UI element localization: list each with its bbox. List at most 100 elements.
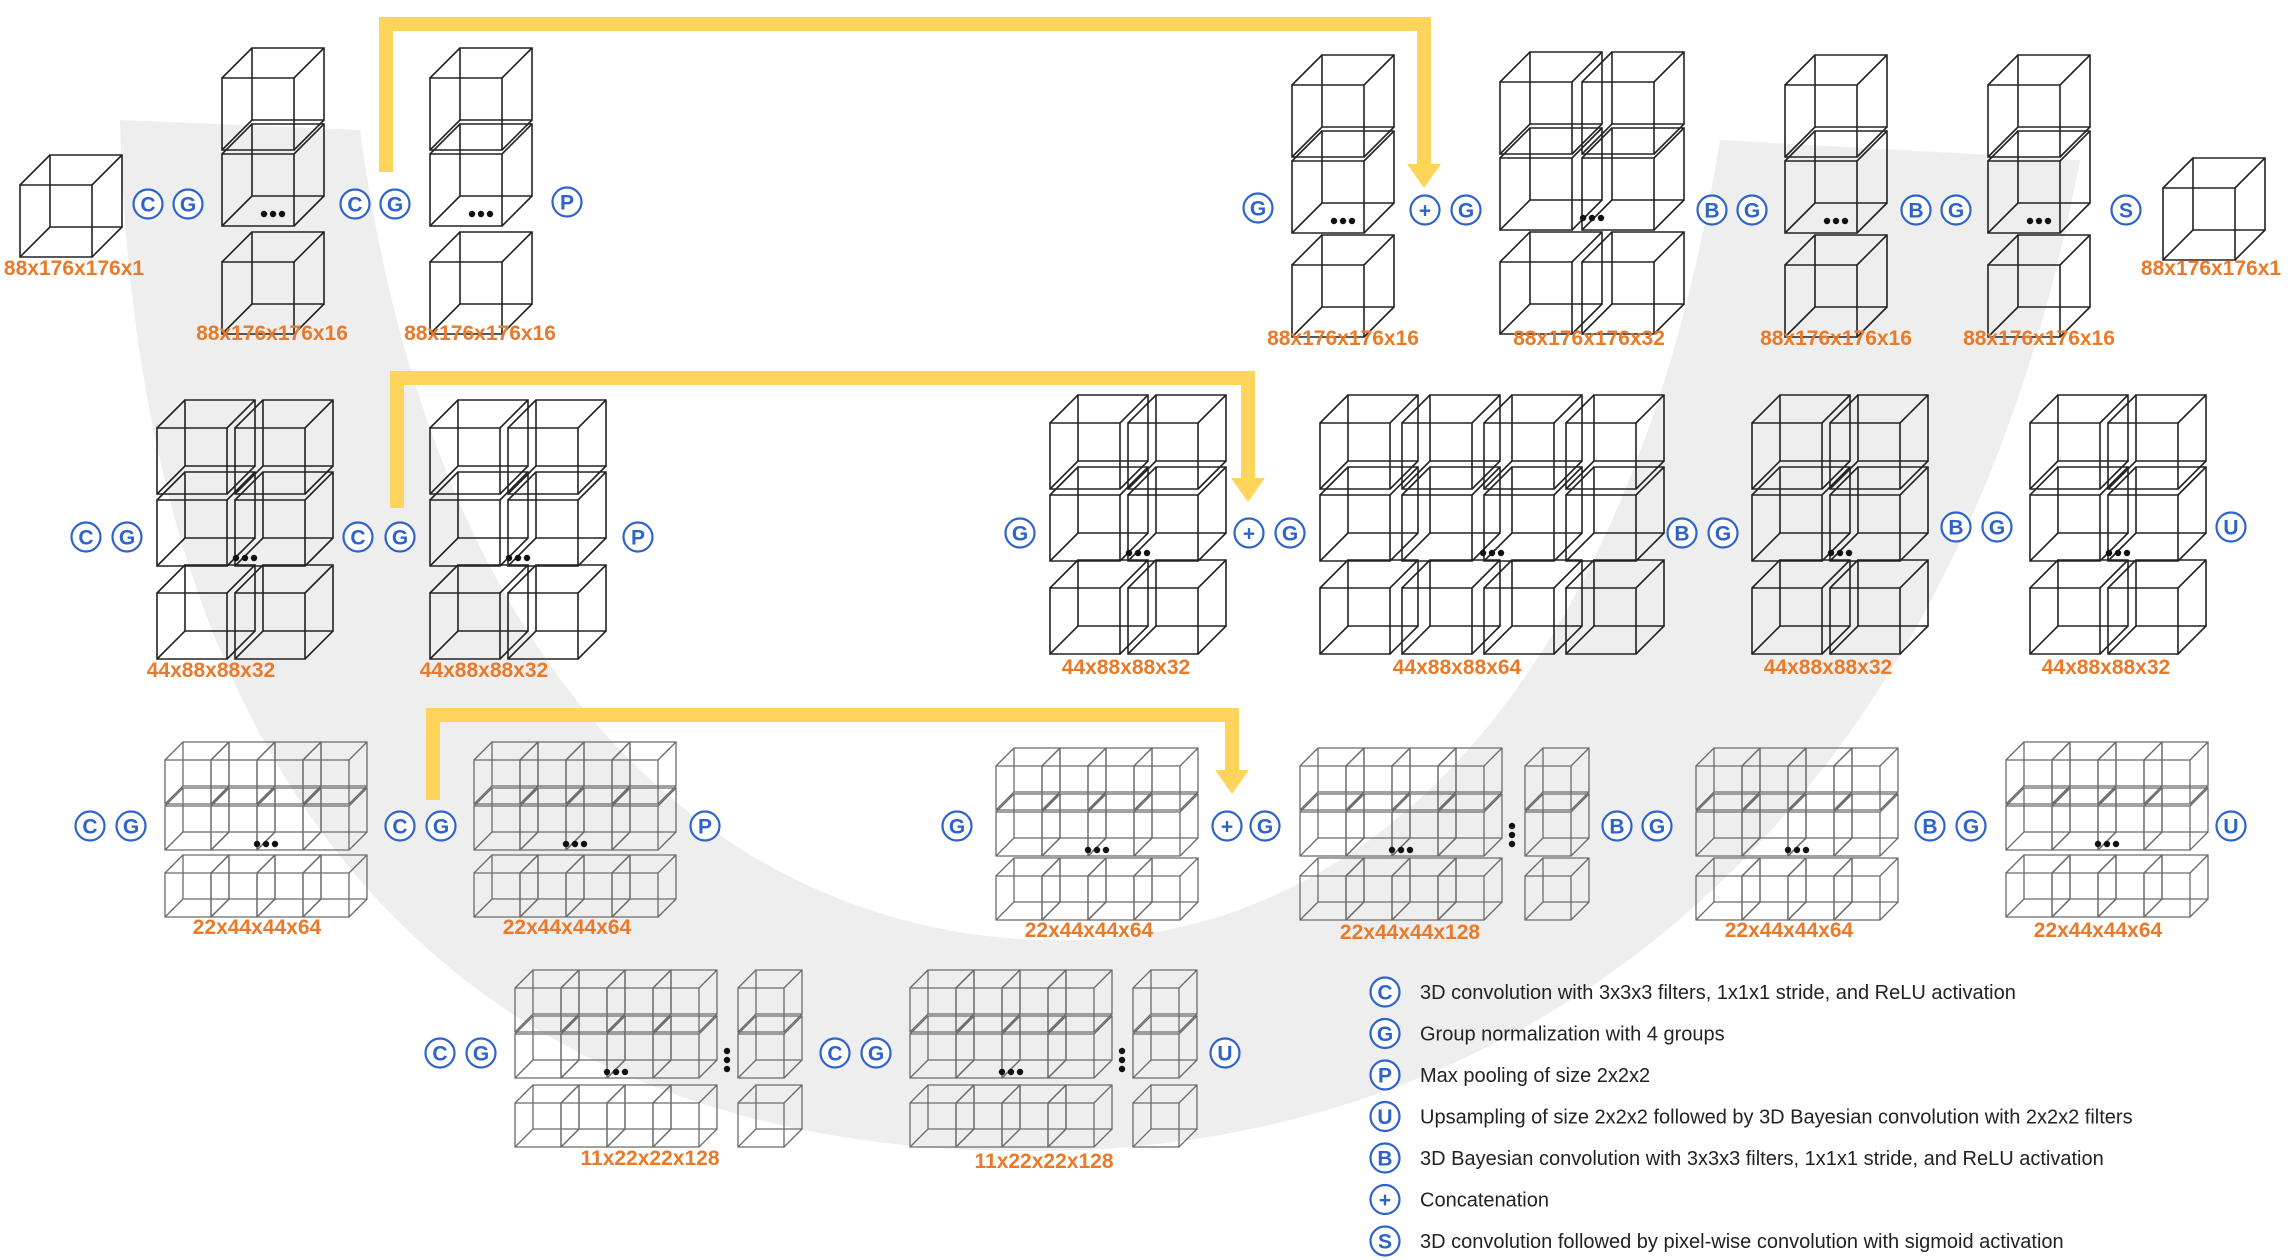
op-symbol-text: B [1922,816,1937,839]
cube [1437,747,1503,811]
cube [611,854,677,918]
op-groupnorm: G [860,1037,892,1069]
cube [234,471,334,567]
legend-symbol [1369,1142,1401,1174]
op-conv: C [339,188,371,220]
dec1-b2-block [1987,54,2091,338]
op-symbol-text: G [1250,198,1266,221]
cube [234,564,334,660]
op-symbol-text: G [1282,523,1298,546]
cube [1319,466,1419,562]
ellipsis-dots [1084,846,1110,854]
ellipsis-dots [1579,214,1605,222]
ellipsis-dots [1479,549,1505,557]
cube [1524,793,1590,857]
op-bayes-conv: B [1940,511,1972,543]
u-shape-background [120,120,2080,1152]
cube [429,564,529,660]
ellipsis-dots [562,840,588,848]
op-groupnorm: G [1981,511,2013,543]
op-upsample: U [2215,511,2247,543]
op-groupnorm: G [1707,517,1739,549]
cube [156,471,256,567]
legend-symbol-text: U [1377,1106,1392,1129]
cube [302,741,368,805]
dimension-label: 22x44x44x64 [2034,919,2163,942]
dimension-label: 88x176x176x1 [4,257,144,280]
cube [2029,559,2129,655]
dimension-label: 22x44x44x128 [1340,921,1480,944]
cube [1437,793,1503,857]
op-symbol-text: P [698,816,712,839]
bottleneck1-block [514,969,803,1148]
op-conv: C [342,521,374,553]
op-symbol-text: C [350,527,365,550]
op-groupnorm: G [115,810,147,842]
op-groupnorm: G [1641,810,1673,842]
cube [302,787,368,851]
ellipsis-dots-vertical [1118,1047,1126,1073]
cube [1133,747,1199,811]
ellipsis-dots [260,210,286,218]
op-bayes-conv: B [1601,810,1633,842]
op-symbol-text: G [1257,816,1273,839]
cube [2107,559,2207,655]
cube [1581,127,1685,231]
op-symbol-text: U [2223,816,2238,839]
op-symbol-text: G [1458,200,1474,223]
output-volume [2162,157,2266,261]
op-symbol-text: G [387,194,403,217]
ellipsis-dots [2026,217,2052,225]
cube [1049,466,1149,562]
cube [429,231,533,335]
cube [1401,559,1501,655]
cube [1291,234,1395,338]
op-symbol-text: G [392,527,408,550]
cube [1784,130,1888,234]
op-conv: C [819,1037,851,1069]
op-pool: P [551,186,583,218]
op-symbol-text: + [1243,523,1255,546]
op-symbol-text: G [949,816,965,839]
op-symbol-text: G [473,1043,489,1066]
op-groupnorm: G [1274,517,1306,549]
op-groupnorm: G [465,1037,497,1069]
op-bayes-conv: B [1666,517,1698,549]
ellipsis-dots [253,840,279,848]
op-symbol-text: P [560,192,574,215]
op-groupnorm: G [111,521,143,553]
cube [221,123,325,227]
cube [1483,466,1583,562]
legend-description: Upsampling of size 2x2x2 followed by 3D … [1420,1107,2133,1129]
op-bayes-conv: B [1914,810,1946,842]
cube [1499,51,1603,155]
op-symbol-text: G [1963,816,1979,839]
cube [429,123,533,227]
cube [652,1015,718,1079]
legend-symbol [1369,1225,1401,1257]
cube [1581,231,1685,335]
cube [1047,969,1113,1033]
op-symbol-text: G [1744,200,1760,223]
cube [1565,466,1665,562]
skip-connection-level3 [426,708,1249,800]
legend-symbol-text: P [1378,1065,1392,1088]
cube [1291,54,1395,158]
enc2-conv2-block [429,399,607,660]
cube [1437,857,1503,921]
op-symbol-text: B [1908,200,1923,223]
legend-symbol-text: B [1377,1148,1392,1171]
cube [2143,854,2209,918]
legend-symbol [1369,1017,1401,1050]
ellipsis-dots [505,554,531,562]
op-groupnorm: G [379,188,411,220]
cube [737,1015,803,1079]
bottleneck2-block [909,969,1198,1148]
